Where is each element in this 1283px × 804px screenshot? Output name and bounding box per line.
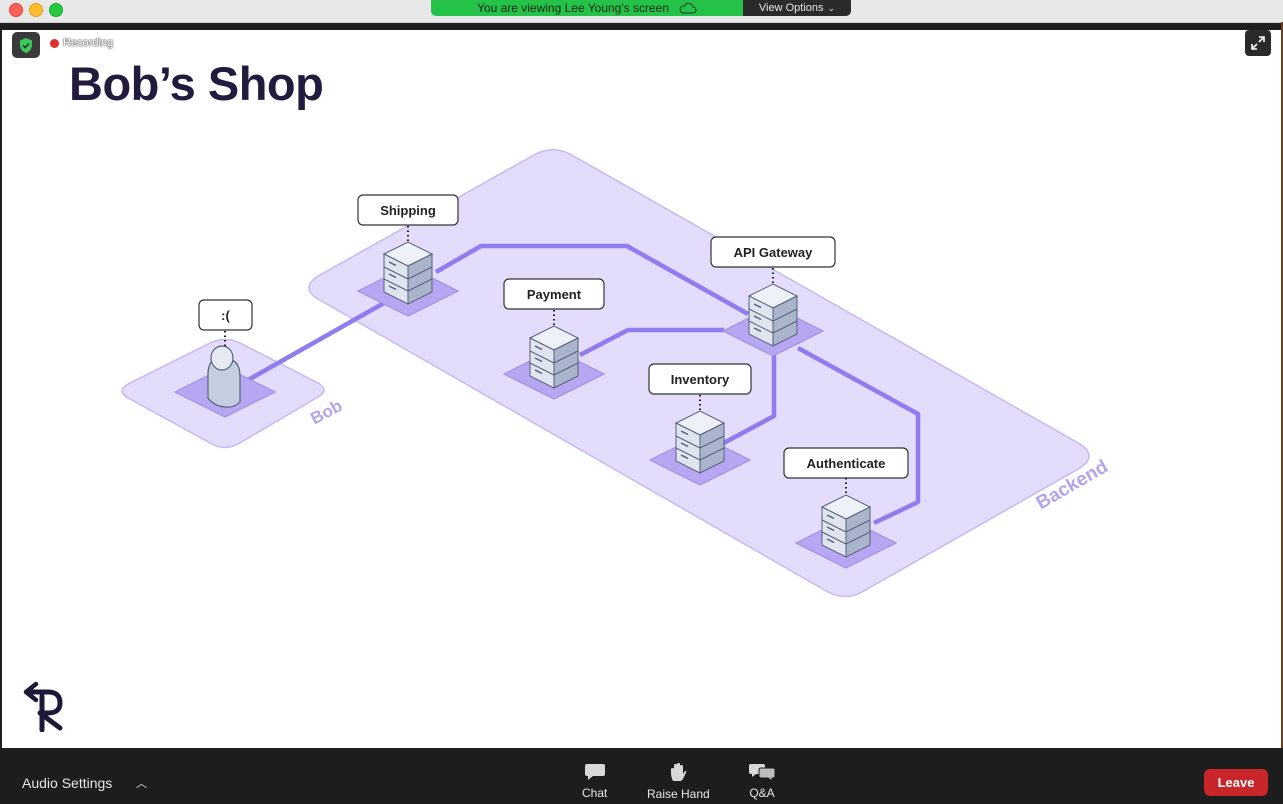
share-banner-text: You are viewing Lee Young's screen xyxy=(477,1,669,15)
chevron-up-icon[interactable]: ︿ xyxy=(136,778,147,790)
svg-text:Authenticate: Authenticate xyxy=(807,456,886,471)
zone-label-bob: Bob xyxy=(307,396,345,428)
svg-text:Inventory: Inventory xyxy=(671,372,730,387)
cloud-icon xyxy=(679,2,697,14)
inventory-server-icon xyxy=(675,410,725,474)
link-gateway-authenticate xyxy=(796,346,921,526)
architecture-diagram: :( Shipping Payment API Gateway Inventor… xyxy=(121,149,1112,598)
raise-hand-button[interactable]: Raise Hand xyxy=(647,762,710,801)
shipping-server-icon xyxy=(383,241,433,305)
meeting-toolbar: Audio Settings ︿ Chat Raise Hand Q&A Lea… xyxy=(0,748,1283,804)
links xyxy=(246,243,921,526)
authenticate-server-icon xyxy=(821,494,871,558)
node-label-inventory: Inventory xyxy=(648,363,752,395)
node-label-payment: Payment xyxy=(503,278,605,310)
recording-indicator: Recording xyxy=(50,37,113,49)
svg-text:Shipping: Shipping xyxy=(380,203,436,218)
minimize-window-button[interactable] xyxy=(29,3,43,17)
chat-icon xyxy=(584,764,605,780)
zoom-window-button[interactable] xyxy=(49,3,63,17)
leave-button[interactable]: Leave xyxy=(1204,769,1268,796)
slide-title: Bob’s Shop xyxy=(69,57,324,110)
payment-server-icon xyxy=(529,325,579,389)
link-gateway-inventory xyxy=(718,350,777,447)
window-edge xyxy=(1281,22,1283,748)
svg-text::(: :( xyxy=(221,308,230,323)
raise-hand-icon xyxy=(671,763,687,781)
view-options-button[interactable]: View Options ⌄ xyxy=(743,0,851,16)
presenter-logo-icon xyxy=(23,681,63,732)
chevron-down-icon: ⌄ xyxy=(827,2,836,13)
node-label-user: :( xyxy=(198,299,253,331)
raise-hand-label: Raise Hand xyxy=(647,787,710,801)
shield-check-icon[interactable] xyxy=(12,32,40,58)
link-shipping-gateway xyxy=(434,243,750,316)
screen-share-banner: You are viewing Lee Young's screen xyxy=(431,0,743,16)
chat-label: Chat xyxy=(582,786,608,800)
recording-dot-icon xyxy=(50,38,59,48)
chat-button[interactable]: Chat xyxy=(582,762,607,800)
gateway-server-icon xyxy=(748,283,798,347)
node-label-api-gateway: API Gateway xyxy=(710,236,836,268)
svg-text:Payment: Payment xyxy=(527,287,582,302)
person-icon xyxy=(207,345,241,408)
link-user-shipping xyxy=(246,301,386,382)
svg-text:API Gateway: API Gateway xyxy=(734,245,814,260)
qa-icon xyxy=(749,764,775,782)
node-label-shipping: Shipping xyxy=(357,194,459,226)
view-options-label: View Options xyxy=(758,2,824,14)
recording-label: Recording xyxy=(63,37,114,49)
shared-screen: Recording Bob’s Shop xyxy=(2,30,1281,748)
expand-icon[interactable] xyxy=(1245,30,1271,56)
audio-settings-button[interactable]: Audio Settings xyxy=(22,775,113,791)
qa-label: Q&A xyxy=(749,786,775,800)
qa-button[interactable]: Q&A xyxy=(749,762,775,800)
node-label-authenticate: Authenticate xyxy=(783,447,909,479)
label-connectors xyxy=(224,226,847,495)
close-window-button[interactable] xyxy=(9,3,23,17)
link-payment-gateway xyxy=(578,327,724,357)
